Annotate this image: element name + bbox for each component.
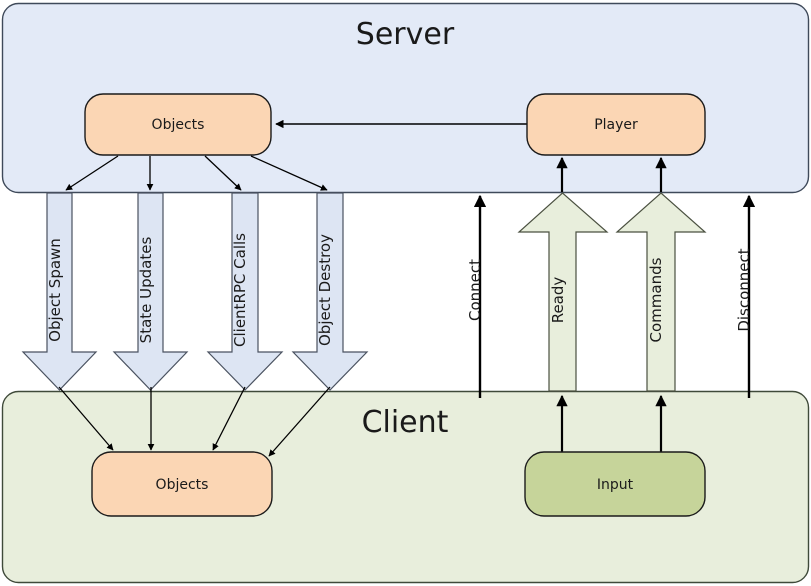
client-panel-title: Client <box>362 405 449 440</box>
flow-object-spawn: Object Spawn <box>21 192 98 391</box>
flow-connect: Connect <box>466 194 487 398</box>
commands-label: Commands <box>647 257 665 342</box>
flow-clientrpc-calls: ClientRPC Calls <box>206 192 284 391</box>
client-input-box[interactable] <box>524 451 706 517</box>
connect-label: Connect <box>466 259 484 321</box>
flow-state-updates: State Updates <box>112 192 189 391</box>
edge-objects-to-clientrpc-calls <box>204 155 242 191</box>
node-client-objects[interactable]: Objects <box>91 451 273 517</box>
server-objects-box[interactable] <box>84 93 272 156</box>
object-spawn-label: Object Spawn <box>46 238 64 342</box>
state-updates-arrow-shape <box>112 192 189 391</box>
edge-objects-to-object-destroy <box>250 155 328 191</box>
ready-arrow-shape <box>517 192 609 392</box>
client-panel-background <box>1 390 810 584</box>
client-objects-label: Objects <box>156 477 209 493</box>
object-destroy-arrow-shape <box>291 192 369 391</box>
node-server-player[interactable]: Player <box>526 93 706 156</box>
node-server-objects[interactable]: Objects <box>84 93 272 156</box>
object-spawn-arrow-shape <box>21 192 98 391</box>
object-destroy-label: Object Destroy <box>316 234 334 346</box>
flow-object-destroy: Object Destroy <box>291 192 369 391</box>
client-input-label: Input <box>597 477 634 493</box>
clientrpc-calls-arrow-shape <box>206 192 284 391</box>
edge-object-destroy-to-client-objects <box>268 386 331 457</box>
client-objects-box[interactable] <box>91 451 273 517</box>
edge-object-spawn-to-client-objects <box>58 386 114 451</box>
node-client-input[interactable]: Input <box>524 451 706 517</box>
server-player-fanin <box>556 156 667 192</box>
flow-disconnect: Disconnect <box>735 194 756 398</box>
server-player-box[interactable] <box>526 93 706 156</box>
disconnect-label: Disconnect <box>735 248 753 331</box>
client-objects-fanin <box>58 386 331 457</box>
edge-clientrpc-calls-to-client-objects <box>212 386 246 451</box>
clientrpc-calls-label: ClientRPC Calls <box>231 233 249 347</box>
edge-objects-to-object-spawn <box>65 155 119 191</box>
flow-ready: Ready <box>517 192 609 392</box>
flow-commands: Commands <box>615 192 707 392</box>
client-panel: Client <box>1 390 810 584</box>
client-input-fanout <box>556 394 667 452</box>
server-objects-label: Objects <box>152 117 205 133</box>
server-objects-fanout <box>65 155 328 191</box>
state-updates-label: State Updates <box>137 237 155 344</box>
server-player-label: Player <box>594 117 638 133</box>
ready-label: Ready <box>549 277 567 324</box>
server-panel-title: Server <box>356 17 455 52</box>
commands-arrow-shape <box>615 192 707 392</box>
